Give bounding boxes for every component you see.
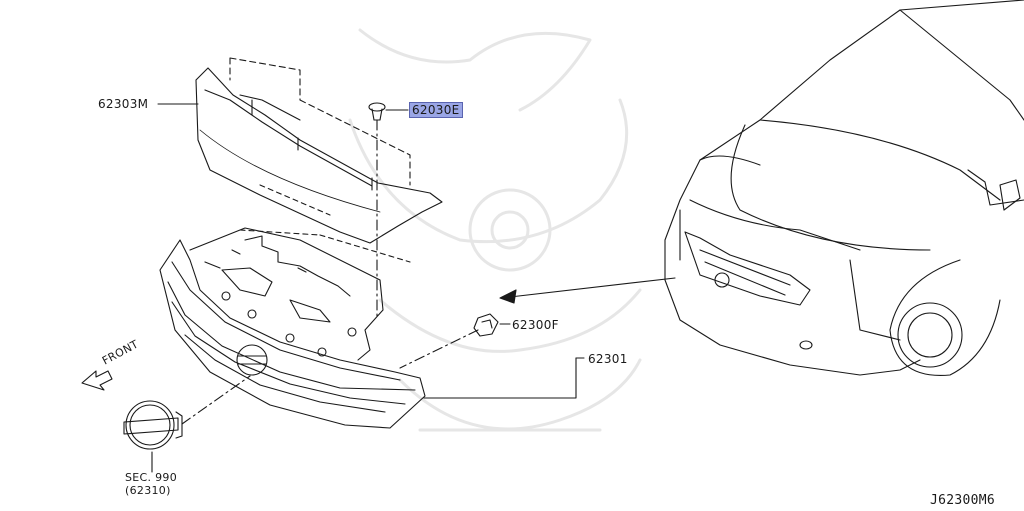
part-label-62030e[interactable]: 62030E bbox=[409, 102, 463, 118]
bracket-part bbox=[399, 313, 499, 369]
grille-support-bracket bbox=[189, 227, 411, 361]
leader-lines bbox=[157, 103, 585, 399]
emblem-part bbox=[123, 375, 251, 473]
front-grille-part bbox=[159, 239, 426, 429]
diagram-code: J62300M6 bbox=[930, 493, 996, 508]
upper-cover-part bbox=[195, 57, 443, 244]
direction-arrow bbox=[499, 277, 676, 304]
part-label-62301[interactable]: 62301 bbox=[588, 352, 628, 366]
clip-part bbox=[368, 102, 386, 321]
part-label-62303m[interactable]: 62303M bbox=[98, 97, 149, 111]
section-ref-label[interactable]: (62310) bbox=[125, 484, 171, 497]
section-title-label[interactable]: SEC. 990 bbox=[125, 471, 178, 484]
clip-holes bbox=[221, 291, 357, 357]
part-label-62300f[interactable]: 62300F bbox=[512, 318, 559, 332]
grille-emblem-mount bbox=[236, 344, 268, 376]
front-arrow-icon bbox=[81, 370, 113, 391]
car-illustration bbox=[664, 0, 1024, 376]
watermark-emblem bbox=[348, 28, 642, 432]
